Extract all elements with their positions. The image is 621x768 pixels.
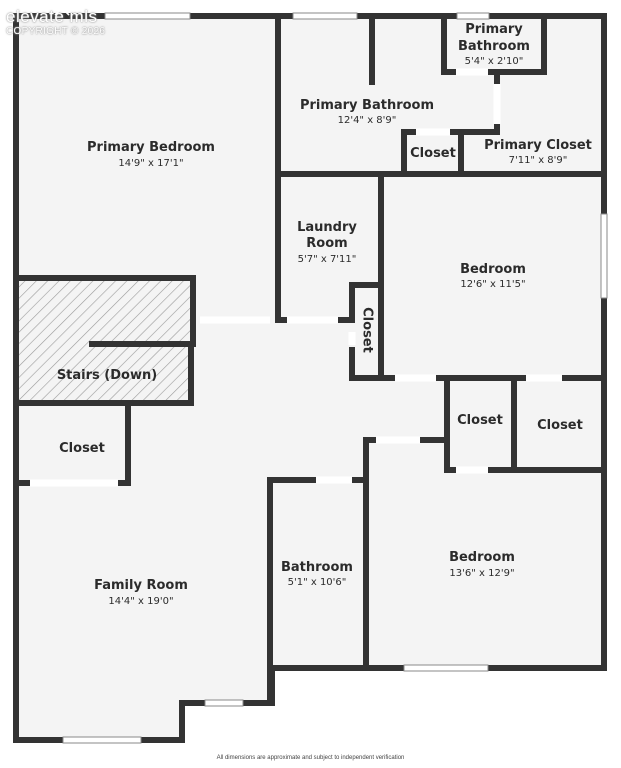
room-dims-primary-bathroom-small: 5'4" x 2'10" [465, 56, 524, 67]
room-name-primary-bathroom-small-line2: Bathroom [458, 39, 530, 54]
room-name-closet-left: Closet [59, 441, 105, 456]
room-name-primary-bedroom: Primary Bedroom [87, 140, 215, 155]
watermark-copyright: COPYRIGHT © 2026 [6, 26, 106, 37]
floor-area [16, 16, 604, 740]
room-dims-primary-closet: 7'11" x 8'9" [509, 155, 568, 166]
stairs-hatch [19, 280, 191, 400]
room-dims-laundry: 5'7" x 7'11" [298, 254, 357, 265]
room-name-primary-bathroom: Primary Bathroom [300, 98, 434, 113]
watermark-brand: elevate mls [6, 7, 98, 26]
room-name-primary-closet: Primary Closet [484, 138, 592, 153]
room-name-closet-upper: Closet [410, 146, 456, 161]
room-name-closet-right: Closet [537, 418, 583, 433]
room-dims-primary-bathroom: 12'4" x 8'9" [338, 115, 397, 126]
watermark: elevate mls COPYRIGHT © 2026 [6, 6, 106, 37]
room-name-bedroom-lower: Bedroom [449, 550, 515, 565]
room-dims-bedroom-upper: 12'6" x 11'5" [460, 279, 525, 290]
windows [62, 12, 608, 744]
room-dims-bathroom: 5'1" x 10'6" [288, 577, 347, 588]
room-dims-primary-bedroom: 14'9" x 17'1" [118, 158, 183, 169]
room-name-primary-bathroom-small-line1: Primary [465, 22, 523, 37]
room-labels: Primary Bedroom 14'9" x 17'1" Primary Ba… [57, 22, 592, 607]
room-name-family-room: Family Room [94, 578, 188, 593]
house-logo-icon [54, 6, 70, 16]
room-name-stairs: Stairs (Down) [57, 368, 157, 383]
footer-disclaimer: All dimensions are approximate and subje… [216, 755, 405, 761]
room-name-laundry-line2: Room [306, 236, 347, 251]
room-dims-family-room: 14'4" x 19'0" [108, 596, 173, 607]
room-name-laundry-line1: Laundry [297, 220, 357, 235]
room-name-bathroom: Bathroom [281, 560, 353, 575]
room-name-closet-mid: Closet [457, 413, 503, 428]
room-name-bedroom-upper: Bedroom [460, 262, 526, 277]
room-name-closet-vertical: Closet [360, 307, 375, 353]
door-openings [30, 68, 562, 487]
room-dims-bedroom-lower: 13'6" x 12'9" [449, 568, 514, 579]
